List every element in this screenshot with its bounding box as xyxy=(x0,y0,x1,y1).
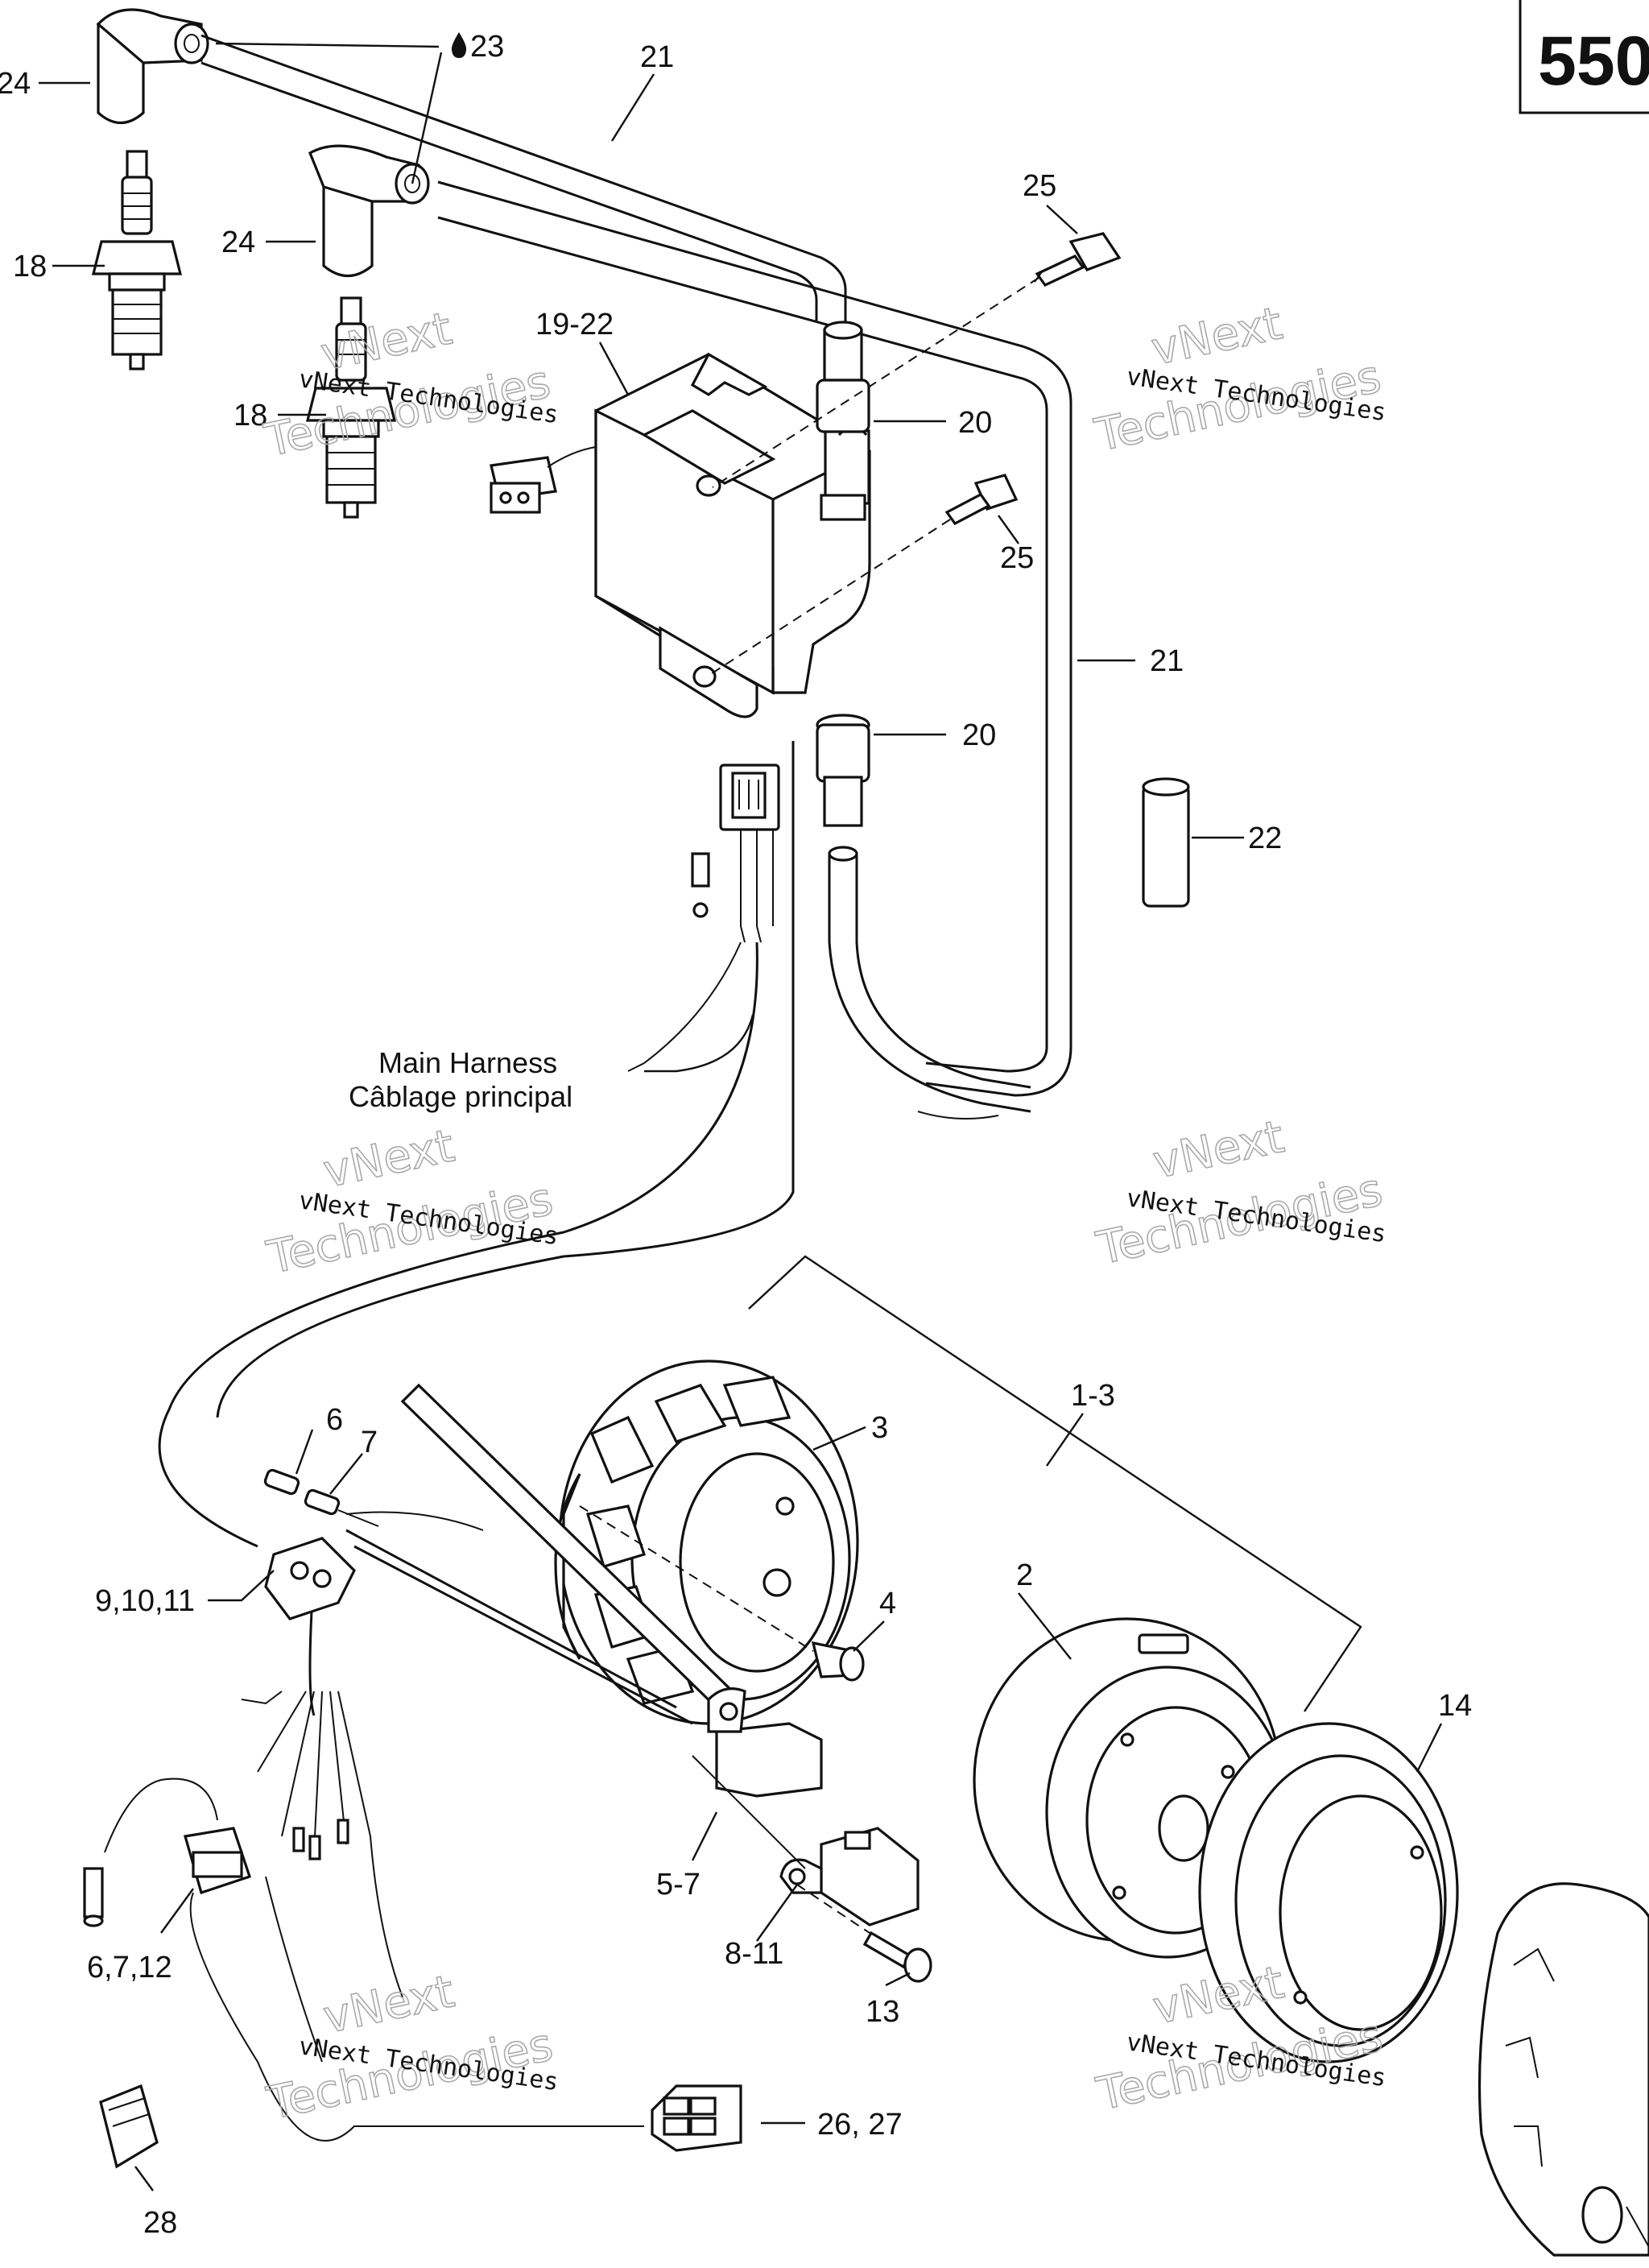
svg-text:vNext: vNext xyxy=(319,1120,459,1198)
callout-22: 22 xyxy=(1248,822,1282,855)
callout-23: 23 xyxy=(470,30,504,64)
main-harness-connector xyxy=(691,764,780,943)
ignition-wire xyxy=(200,34,1072,1113)
watermark-mid-right: vNext Technologies xyxy=(1091,1110,1387,1276)
svg-text:vNext: vNext xyxy=(1147,297,1287,376)
spark-plug-cap-upper xyxy=(96,8,209,124)
main-harness-label-en: Main Harness xyxy=(378,1046,557,1079)
page-number-box: 550 xyxy=(1519,0,1649,114)
crank-sensor xyxy=(779,1827,920,1950)
coil-boot-lower xyxy=(816,714,870,827)
callout-18-lower: 18 xyxy=(234,399,267,432)
callout-28: 28 xyxy=(143,2206,177,2240)
callout-7: 7 xyxy=(361,1426,378,1459)
spark-plug-cap-lower xyxy=(308,144,430,277)
coil-boot-upper xyxy=(816,321,870,433)
spark-plug-upper xyxy=(91,150,183,370)
callout-25-lower: 25 xyxy=(1000,541,1034,575)
callout-8-11: 8-11 xyxy=(725,1937,783,1971)
callout-4: 4 xyxy=(879,1587,896,1620)
trigger-coil xyxy=(400,1383,823,1798)
callout-20-upper: 20 xyxy=(958,406,992,440)
callout-24-upper: 24 xyxy=(0,67,31,101)
callout-21-upper: 21 xyxy=(640,40,674,74)
callout-2: 2 xyxy=(1016,1558,1033,1592)
stator-wire-bundle xyxy=(83,1691,644,2142)
four-pin-connector xyxy=(651,2084,742,2152)
connector-28 xyxy=(99,2084,159,2169)
leader-lines xyxy=(39,42,1443,2191)
callout-14: 14 xyxy=(1438,1689,1472,1723)
protective-sleeve xyxy=(1142,777,1190,908)
trigger-ring xyxy=(1198,1722,1459,2063)
three-pin-connector xyxy=(264,1537,356,1620)
hub-partial xyxy=(1477,1882,1649,2257)
svg-text:vNext: vNext xyxy=(319,1965,459,2044)
callout-20-lower: 20 xyxy=(962,718,996,752)
watermark-top-right: vNext Technologies xyxy=(1089,296,1386,462)
callout-5-7: 5-7 xyxy=(656,1868,701,1902)
callout-18-upper: 18 xyxy=(13,250,47,284)
callout-26-27: 26, 27 xyxy=(817,2108,903,2142)
main-harness-wire xyxy=(158,942,758,1548)
watermark-top-left: vNext Technologies xyxy=(259,302,556,468)
callout-21-lower: 21 xyxy=(1150,644,1184,678)
bullet-connectors xyxy=(263,1468,379,1527)
callout-24-lower: 24 xyxy=(221,226,255,259)
callout-13: 13 xyxy=(866,1995,899,2029)
main-harness-label-fr: Câblage principal xyxy=(349,1080,572,1113)
ignition-coil xyxy=(490,352,871,718)
screw-lower xyxy=(944,474,1019,526)
callout-1-3: 1-3 xyxy=(1071,1379,1115,1413)
svg-text:vNext: vNext xyxy=(1149,1111,1289,1190)
sensor-bolt xyxy=(862,1931,932,1983)
callout-3: 3 xyxy=(871,1411,888,1445)
callout-19-22: 19-22 xyxy=(535,308,614,341)
spark-plug-lower xyxy=(305,296,397,519)
watermark-mid-left: vNext Technologies xyxy=(262,1120,558,1285)
stator xyxy=(554,1360,859,1725)
stator-screw xyxy=(579,1505,865,1682)
callout-6: 6 xyxy=(326,1403,343,1437)
page-number: 550 xyxy=(1538,23,1649,100)
callout-labels: 24 23 21 18 24 25 19-22 20 18 25 21 20 2… xyxy=(0,30,1472,2240)
callout-6-7-12: 6,7,12 xyxy=(87,1951,172,1984)
callout-9-10-11: 9,10,11 xyxy=(95,1584,195,1618)
oil-drop-icon xyxy=(451,32,467,58)
screw-upper xyxy=(1034,232,1122,288)
callout-25-upper: 25 xyxy=(1023,169,1056,203)
